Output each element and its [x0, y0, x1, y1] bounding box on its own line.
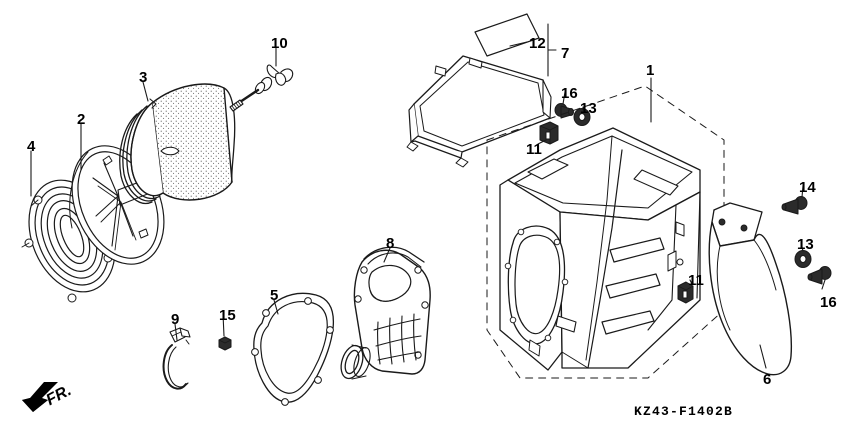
callout-6: 6 — [763, 371, 772, 388]
callout-9: 9 — [171, 311, 180, 328]
callout-5: 5 — [270, 287, 279, 304]
part-5-gasket — [251, 292, 335, 406]
callout-1: 1 — [646, 62, 655, 79]
part-1-air-cleaner-case — [486, 85, 725, 379]
part-9-hose-clamp — [162, 327, 191, 390]
callout-14: 14 — [799, 179, 816, 196]
front-direction-arrow — [22, 382, 58, 412]
callout-4: 4 — [27, 138, 36, 155]
callout-10: 10 — [271, 35, 288, 52]
callout-3: 3 — [139, 69, 148, 86]
callout-15: 15 — [219, 307, 236, 324]
callout-16-right: 16 — [820, 294, 837, 311]
part-3-filter-element — [119, 83, 236, 204]
part-7-case-cover — [406, 55, 552, 168]
part-10-wing-bolt — [229, 64, 294, 112]
part-14-flange-bolt — [781, 196, 808, 215]
part-13-grommet-right — [794, 250, 812, 268]
callout-13-right: 13 — [797, 236, 814, 253]
part-13-grommet-upper — [573, 108, 591, 126]
diagram-part-number: KZ43-F1402B — [634, 404, 734, 419]
part-8-connecting-tube — [340, 246, 431, 380]
callout-11-upper: 11 — [526, 141, 542, 158]
part-15-nut — [218, 336, 232, 351]
callout-2: 2 — [77, 111, 86, 128]
callout-16-upper: 16 — [561, 85, 578, 102]
callout-7: 7 — [561, 45, 570, 62]
callout-12: 12 — [529, 35, 546, 52]
part-16-bolt-right — [807, 266, 832, 285]
part-11-clip-upper — [539, 121, 559, 145]
callout-13-upper: 13 — [580, 100, 597, 117]
part-16-bolt-upper — [554, 103, 574, 119]
part-6-mud-guard — [708, 202, 793, 376]
callout-8: 8 — [386, 235, 395, 252]
part-12-label — [474, 13, 540, 57]
callout-11-right: 11 — [688, 272, 704, 289]
leader-lines — [30, 23, 826, 369]
part-11-clip-right — [677, 281, 694, 304]
